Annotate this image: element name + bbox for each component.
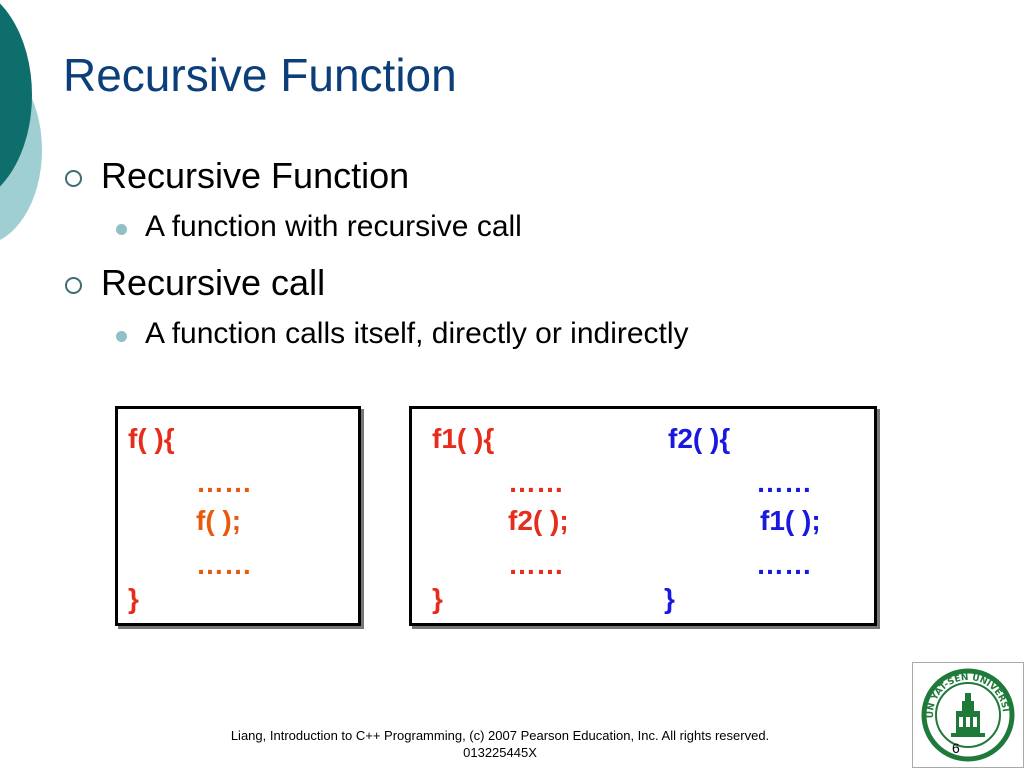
code-line: f1( ); [760, 505, 821, 536]
code-line: f( ); [196, 505, 242, 536]
university-seal-icon: SUN YAT-SEN UNIVERSITY [909, 656, 1015, 762]
page-number: 6 [952, 740, 960, 756]
copyright-line: Liang, Introduction to C++ Programming, … [230, 728, 770, 743]
slide-title: Recursive Function [63, 49, 457, 101]
bullet-item: Recursive Function [101, 155, 410, 196]
code-line: } [432, 583, 443, 614]
sub-bullet-dot-icon [116, 331, 127, 342]
code-line: f1( ){ [432, 423, 495, 454]
code-line: …… [508, 549, 564, 580]
direct-recursion-code-box: f( ){ …… f( ); …… } [115, 406, 361, 626]
university-logo: SUN YAT-SEN UNIVERSITY [909, 656, 1024, 768]
code-line: f2( ){ [668, 423, 731, 454]
code-line: } [128, 583, 139, 614]
code-line: …… [196, 549, 252, 580]
slide-footer: Liang, Introduction to C++ Programming, … [200, 727, 800, 761]
code-line: …… [756, 467, 812, 498]
code-line: …… [196, 467, 252, 498]
isbn-line: 013225445X [463, 745, 537, 760]
code-line: …… [756, 549, 812, 580]
sub-bullet-item: A function with recursive call [145, 210, 522, 243]
indirect-recursion-code-box: f1( ){ …… f2( ); …… } f2( ){ …… f1( ); …… [409, 406, 877, 626]
code-line: } [664, 583, 675, 614]
bullet-circle-icon [65, 170, 82, 187]
bullet-item: Recursive call [101, 262, 326, 303]
sub-bullet-item: A function calls itself, directly or ind… [145, 317, 689, 350]
bullet-circle-icon [65, 277, 82, 294]
code-line: f( ){ [128, 423, 175, 454]
code-line: f2( ); [508, 505, 569, 536]
code-line: …… [508, 467, 564, 498]
decorative-corner-shape [0, 3, 42, 240]
sub-bullet-dot-icon [116, 224, 127, 235]
